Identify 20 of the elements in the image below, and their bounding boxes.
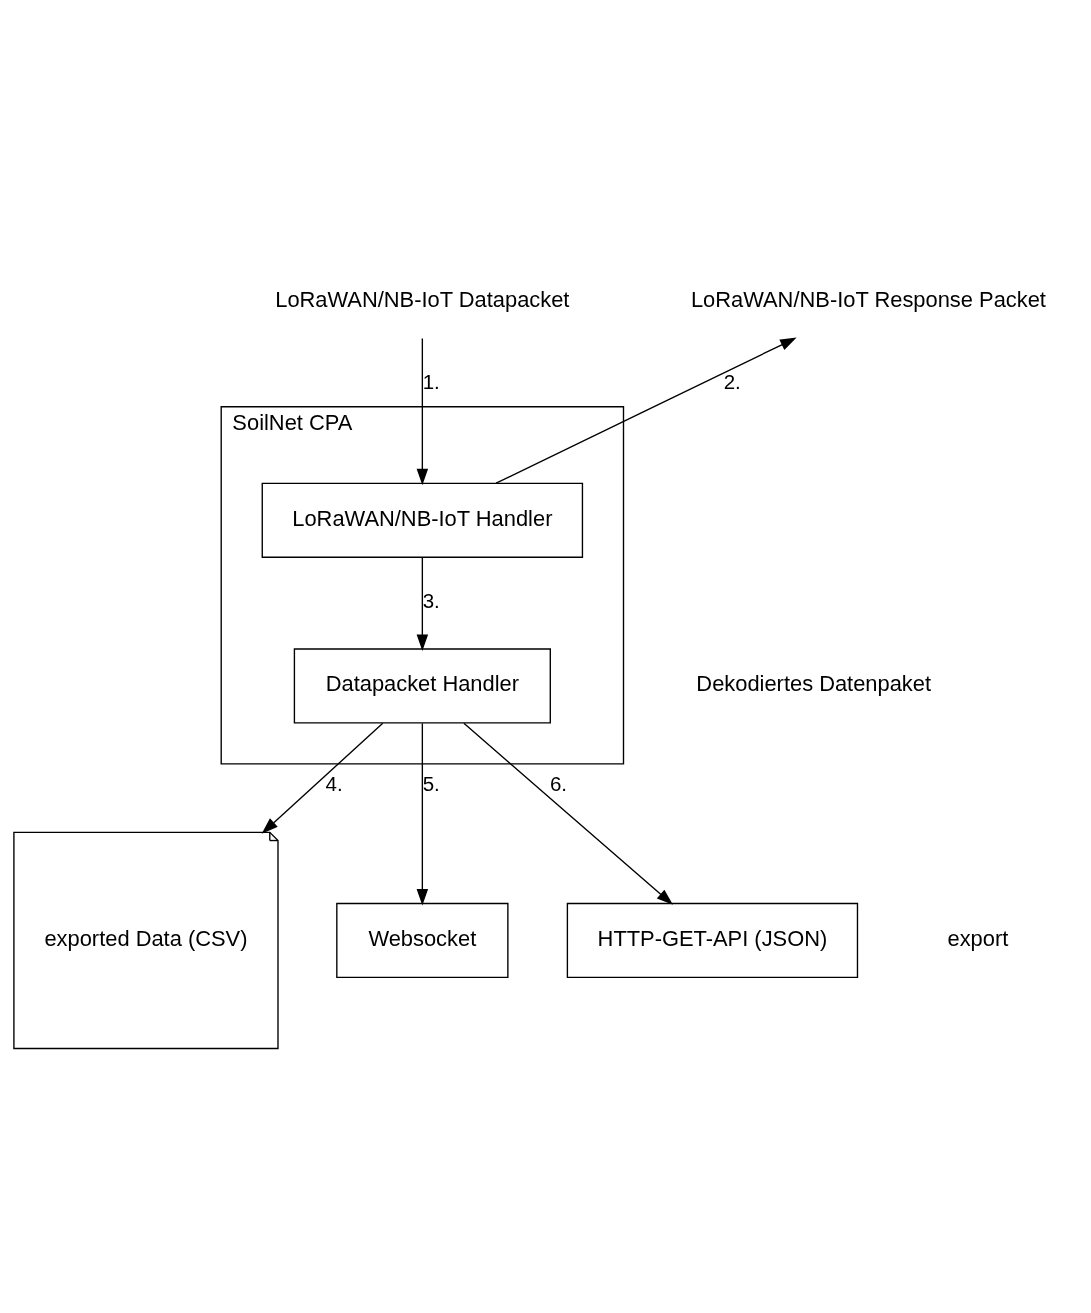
node-box: HTTP-GET-API (JSON): [566, 902, 859, 979]
arrow: [495, 337, 797, 484]
node-box: Websocket: [336, 902, 509, 979]
edge-label: 4.: [325, 772, 343, 796]
edge-label: 1.: [422, 369, 440, 393]
label: export: [947, 925, 1009, 951]
edge-label: 5.: [422, 772, 440, 796]
edge-label: 6.: [549, 772, 568, 796]
node-text: LoRaWAN/NB-IoT Datapacket: [275, 286, 570, 312]
arrow: [261, 722, 384, 834]
node-text: LoRaWAN/NB-IoT Response Packet: [690, 286, 1046, 312]
edge-label: 3.: [422, 588, 440, 612]
arrow: [416, 337, 429, 486]
edge-label: 2.: [723, 369, 741, 393]
node-box: LoRaWAN/NB-IoT Handler: [261, 482, 584, 558]
label: Dekodiertes Datenpaket: [696, 671, 932, 697]
arrow: [416, 722, 429, 906]
node-box: Datapacket Handler: [293, 648, 551, 724]
arrow: [416, 556, 429, 651]
arrow: [463, 722, 673, 905]
